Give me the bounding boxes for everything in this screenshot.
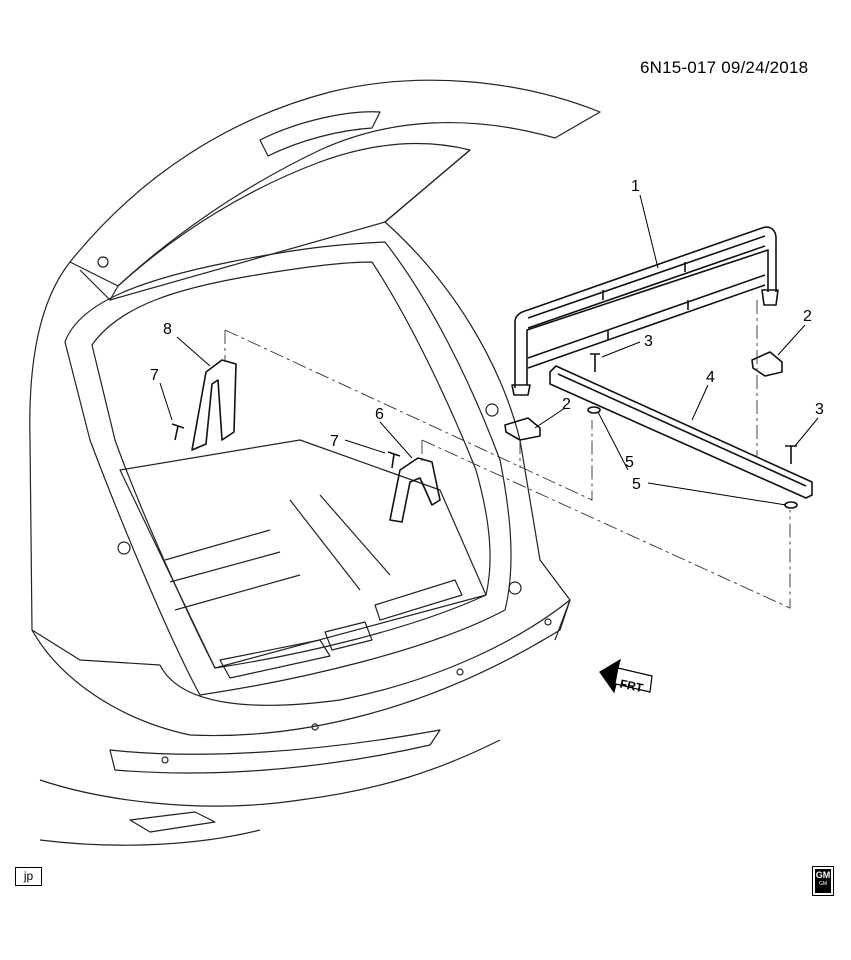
leader-6	[379, 421, 413, 459]
tail-lamp-left	[117, 541, 131, 555]
leader-4	[691, 384, 709, 421]
end-cap-right	[751, 351, 783, 377]
sensor-left	[161, 756, 169, 764]
bracket-6	[389, 457, 441, 523]
sill-center	[324, 621, 373, 651]
phantom-lines	[224, 300, 791, 609]
gate-strut-mount	[97, 256, 109, 268]
diffuser	[39, 829, 261, 846]
liftgate-outline	[69, 79, 601, 287]
leader-2-right	[777, 324, 806, 356]
bolt-7-lower	[387, 451, 401, 469]
leader-lines	[159, 194, 819, 506]
liftgate-edge	[79, 149, 471, 301]
leader-3-right	[794, 417, 819, 447]
gm-logo: GM GM	[812, 866, 834, 896]
callout-5-upper: 5	[625, 454, 634, 471]
document-code: 6N15-017 09/24/2018	[640, 58, 809, 77]
bolt-7-upper	[171, 423, 185, 441]
divider-segments	[602, 262, 689, 340]
callout-2-right: 2	[803, 308, 812, 325]
sensor-mid	[311, 723, 319, 731]
callout-6: 6	[375, 406, 384, 423]
callout-7-upper: 7	[150, 367, 159, 384]
leader-5-lower	[647, 482, 787, 506]
callout-3-upper: 3	[644, 333, 653, 350]
cargo-floor	[119, 439, 487, 669]
callout-8: 8	[163, 321, 172, 338]
leader-1	[639, 194, 659, 269]
divider-foot-left	[511, 384, 531, 396]
liftgate-window-trim	[259, 111, 381, 157]
region-tag: jp	[15, 867, 42, 886]
bracket-8	[191, 359, 237, 451]
nut-5-left	[587, 406, 601, 414]
callout-3-right: 3	[815, 401, 824, 418]
divider-foot-right	[761, 289, 779, 306]
cargo-opening	[64, 241, 512, 696]
front-direction-arrow: FRT	[599, 658, 653, 696]
vehicle-body	[29, 79, 601, 846]
rear-bumper	[31, 599, 571, 737]
gm-logo-main: GM	[815, 870, 831, 880]
leader-3-upper	[601, 341, 641, 358]
front-arrow-label: FRT	[619, 677, 645, 696]
phantom-line-a	[224, 329, 593, 501]
callout-labels: 1 2 3 2 3 4 5 6 7 7 8 5	[150, 178, 824, 493]
leader-5-upper	[597, 411, 629, 471]
gm-logo-sub: GM	[818, 881, 828, 887]
leader-2-left	[534, 407, 566, 429]
leader-8	[176, 336, 211, 367]
cargo-divider-assembly	[171, 226, 813, 523]
divider-frame-outer	[514, 226, 777, 388]
floor-rail-groove	[557, 373, 807, 487]
sill-plate-right	[374, 579, 463, 621]
leader-7-upper	[159, 382, 173, 421]
divider-rail-upper	[527, 235, 766, 329]
sensor-right	[456, 668, 464, 676]
liftgate-inner	[109, 142, 471, 301]
leader-7-lower	[344, 439, 386, 454]
callout-5-lower: 5	[632, 476, 641, 493]
divider-rail-lower	[527, 274, 766, 369]
bolt-3-right	[785, 445, 797, 464]
body-right-side	[384, 221, 571, 641]
sensor-far-right	[544, 618, 552, 626]
floor-rail-left	[164, 529, 301, 611]
latch-mount	[485, 403, 499, 417]
bumper-valance	[39, 739, 501, 807]
nut-5-right	[784, 501, 798, 509]
body-left-side	[29, 261, 161, 666]
callout-2-left: 2	[562, 396, 571, 413]
callout-4: 4	[706, 369, 715, 386]
callout-7-lower: 7	[330, 433, 339, 450]
phantom-line-b	[421, 439, 791, 609]
floor-rail	[549, 365, 813, 499]
exhaust-tip	[129, 811, 216, 833]
front-arrow-head	[600, 660, 620, 692]
bumper-lower	[109, 729, 441, 774]
floor-rail-right	[289, 494, 391, 591]
sill-plate-left	[219, 639, 331, 679]
tail-lamp-right	[508, 581, 522, 595]
bolt-3-left	[590, 353, 600, 372]
end-cap-left	[504, 417, 541, 441]
divider-frame-inner	[526, 249, 769, 385]
callout-1: 1	[631, 178, 640, 195]
